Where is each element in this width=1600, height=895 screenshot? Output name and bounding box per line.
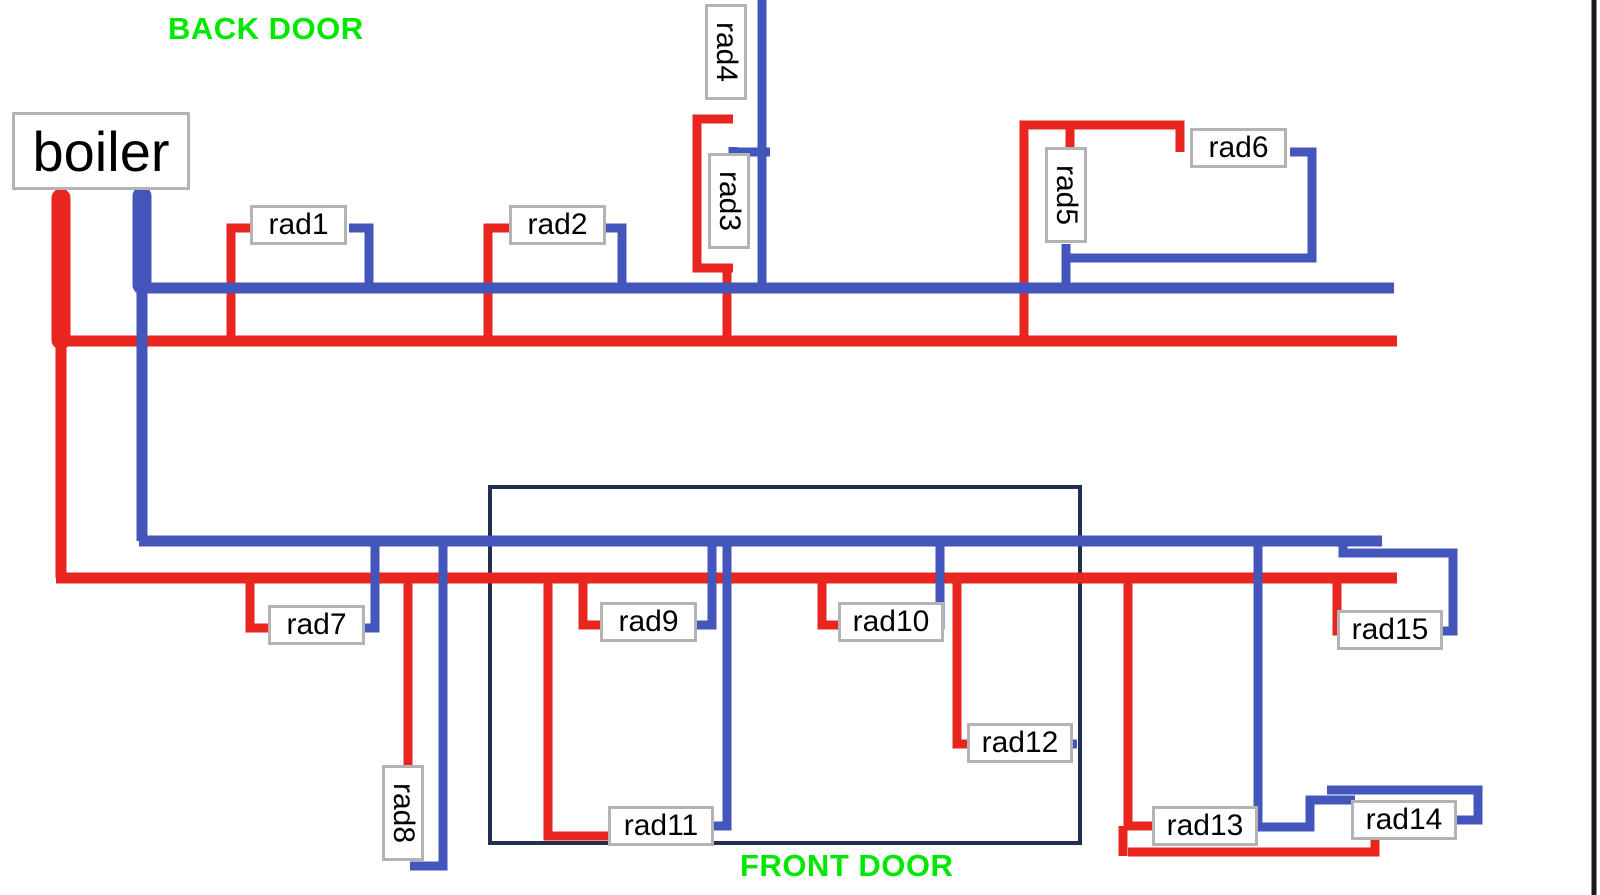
rad3-label-box[interactable]: rad3 xyxy=(708,153,750,249)
rad3-label-text: rad3 xyxy=(713,170,747,232)
rad13-flow-branch xyxy=(1123,574,1157,831)
front-door-annotation: FRONT DOOR xyxy=(740,848,954,883)
rad2-label-text: rad2 xyxy=(527,208,588,241)
rad8-label-box[interactable]: rad8 xyxy=(382,765,424,861)
rad1-return-branch xyxy=(349,223,374,292)
rad6-return-branch xyxy=(1062,147,1317,263)
flow-pipes-red xyxy=(51,114,1397,857)
rad7-label-box[interactable]: rad7 xyxy=(268,605,365,645)
rad10-label-box[interactable]: rad10 xyxy=(838,602,944,642)
rad6-label-box[interactable]: rad6 xyxy=(1190,128,1287,168)
rad9-return-branch xyxy=(691,537,717,630)
rad14-label-text: rad14 xyxy=(1365,803,1443,836)
rad8-return-branch xyxy=(410,537,448,871)
rad15-label-box[interactable]: rad15 xyxy=(1337,610,1443,650)
rad7-label-text: rad7 xyxy=(286,608,347,641)
rad5-label-box[interactable]: rad5 xyxy=(1045,147,1087,243)
rad12-flow-branch xyxy=(952,574,975,749)
rad4-label-text: rad4 xyxy=(710,21,744,83)
rad14-return-loop xyxy=(1327,785,1483,825)
rad9-label-box[interactable]: rad9 xyxy=(600,602,697,642)
rad14-return-branch xyxy=(1247,795,1355,832)
rad10-label-text: rad10 xyxy=(852,605,930,638)
rad14-label-box[interactable]: rad14 xyxy=(1351,800,1457,840)
rad4-label-box[interactable]: rad4 xyxy=(705,4,747,100)
rad1-flow-branch xyxy=(226,223,252,345)
front-door-room-box xyxy=(488,485,1082,845)
rad10-flow-branch xyxy=(817,574,843,630)
rad1-label-text: rad1 xyxy=(268,208,329,241)
rad9-label-text: rad9 xyxy=(618,605,679,638)
boiler-label-box[interactable]: boiler xyxy=(12,112,190,190)
rad1-label-box[interactable]: rad1 xyxy=(250,205,347,245)
rad9-flow-branch xyxy=(578,574,605,630)
rad15-return-branch xyxy=(1338,537,1458,636)
back-door-annotation: BACK DOOR xyxy=(168,11,364,46)
rad2-label-box[interactable]: rad2 xyxy=(509,205,606,245)
rad7-flow-branch xyxy=(245,574,272,633)
rad12-label-text: rad12 xyxy=(981,726,1059,759)
rad6-label-text: rad6 xyxy=(1208,131,1269,164)
rad11-label-text: rad11 xyxy=(623,809,699,842)
rad11-label-box[interactable]: rad11 xyxy=(608,806,714,846)
rad8-label-text: rad8 xyxy=(387,782,421,844)
rad5-label-text: rad5 xyxy=(1050,164,1084,226)
rad2-flow-branch xyxy=(483,223,512,345)
rad5-rad6-flow-branch xyxy=(1019,120,1185,345)
rad15-label-text: rad15 xyxy=(1351,613,1429,646)
rad13-label-text: rad13 xyxy=(1166,809,1244,842)
boiler-label-text: boiler xyxy=(32,119,170,183)
rad11-flow-branch xyxy=(543,574,612,841)
rad2-return-branch xyxy=(605,223,627,292)
rad12-label-box[interactable]: rad12 xyxy=(967,723,1073,763)
rad13-label-box[interactable]: rad13 xyxy=(1152,806,1258,846)
